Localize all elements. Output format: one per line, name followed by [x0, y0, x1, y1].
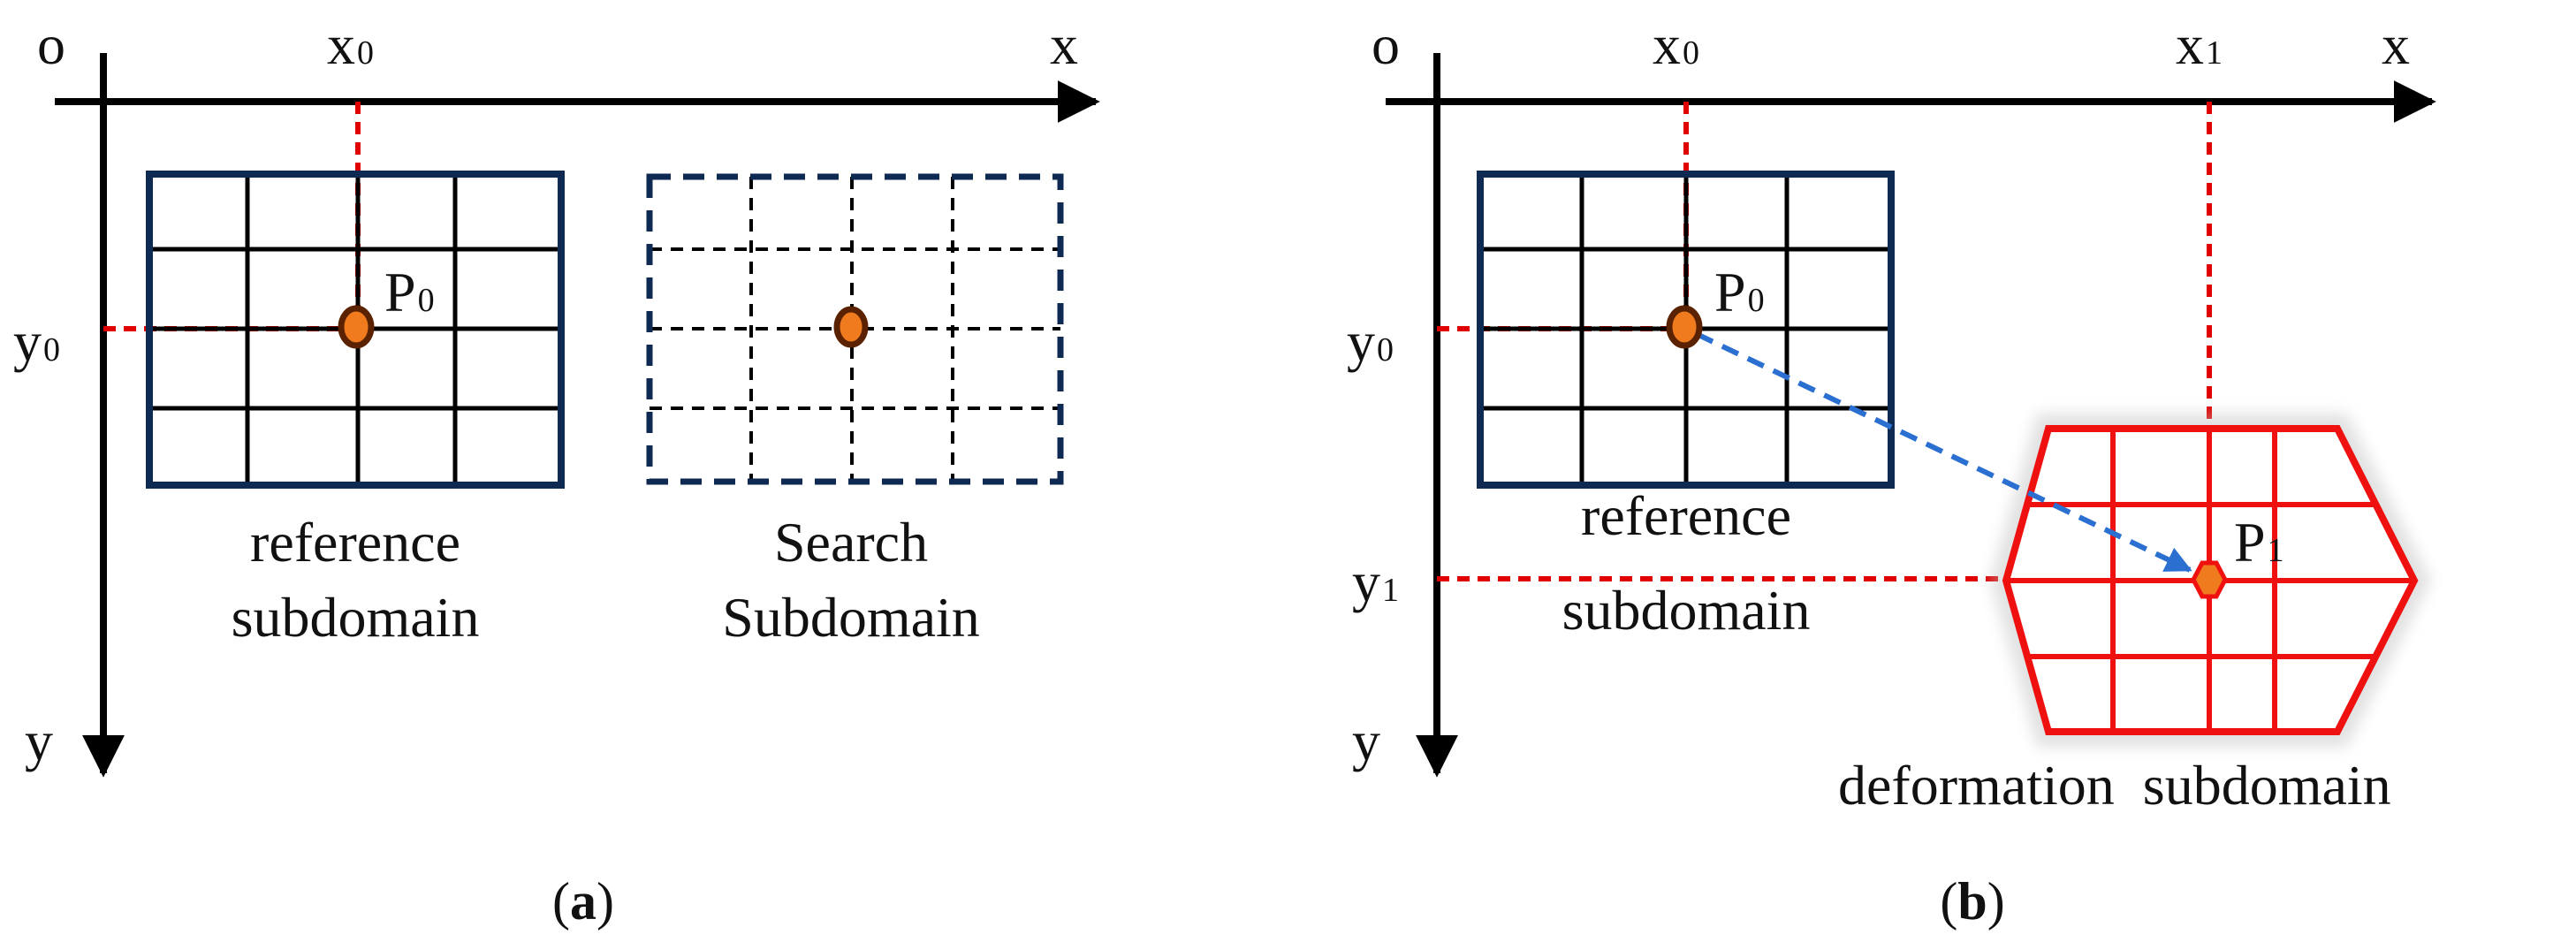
- x1-label-b: x1: [2176, 13, 2223, 76]
- caption-b: (b): [1940, 872, 2004, 931]
- x-axis-label-a: x: [1050, 13, 1078, 76]
- y0-label-a: y0: [13, 310, 60, 373]
- x0-label-a: x0: [327, 13, 374, 76]
- deformation-label-b: deformation subdomain: [1838, 754, 2391, 817]
- x0-label-b: x0: [1653, 13, 1699, 76]
- search-subdomain-a: [646, 173, 1064, 485]
- panel-b: o x y x0 x1 y0 y1: [1347, 13, 2436, 931]
- reference-subdomain-b: [1477, 171, 1895, 489]
- reference-label-a-line2: subdomain: [232, 586, 480, 649]
- search-label-a-line2: Subdomain: [722, 586, 980, 649]
- search-center-point-a: [833, 306, 869, 348]
- y-axis-label-b: y: [1352, 710, 1380, 772]
- p0-label-b: P0: [1714, 261, 1765, 323]
- reference-label-b: reference: [1581, 484, 1791, 547]
- y1-label-b: y1: [1352, 551, 1399, 613]
- p0-point-b: [1666, 305, 1703, 349]
- origin-label-b: o: [1372, 13, 1400, 76]
- search-label-a: Search: [774, 511, 928, 574]
- p1-label-b: P1: [2234, 511, 2284, 574]
- panel-a: o x y x0 y0 P0 reference subdomain: [13, 13, 1100, 931]
- origin-label-a: o: [37, 13, 65, 76]
- reference-label-a: reference: [250, 511, 460, 574]
- caption-a: (a): [552, 872, 614, 931]
- y0-label-b: y0: [1347, 310, 1394, 373]
- y-axis-label-a: y: [25, 710, 53, 772]
- x-axis-label-b: x: [2382, 13, 2410, 76]
- p0-point-a: [338, 305, 375, 349]
- displacement-arrow-b: [1695, 331, 2192, 573]
- p0-label-a: P0: [384, 261, 435, 323]
- reference-label-b-line2: subdomain: [1562, 579, 1811, 642]
- p1-point-b: [2191, 560, 2228, 599]
